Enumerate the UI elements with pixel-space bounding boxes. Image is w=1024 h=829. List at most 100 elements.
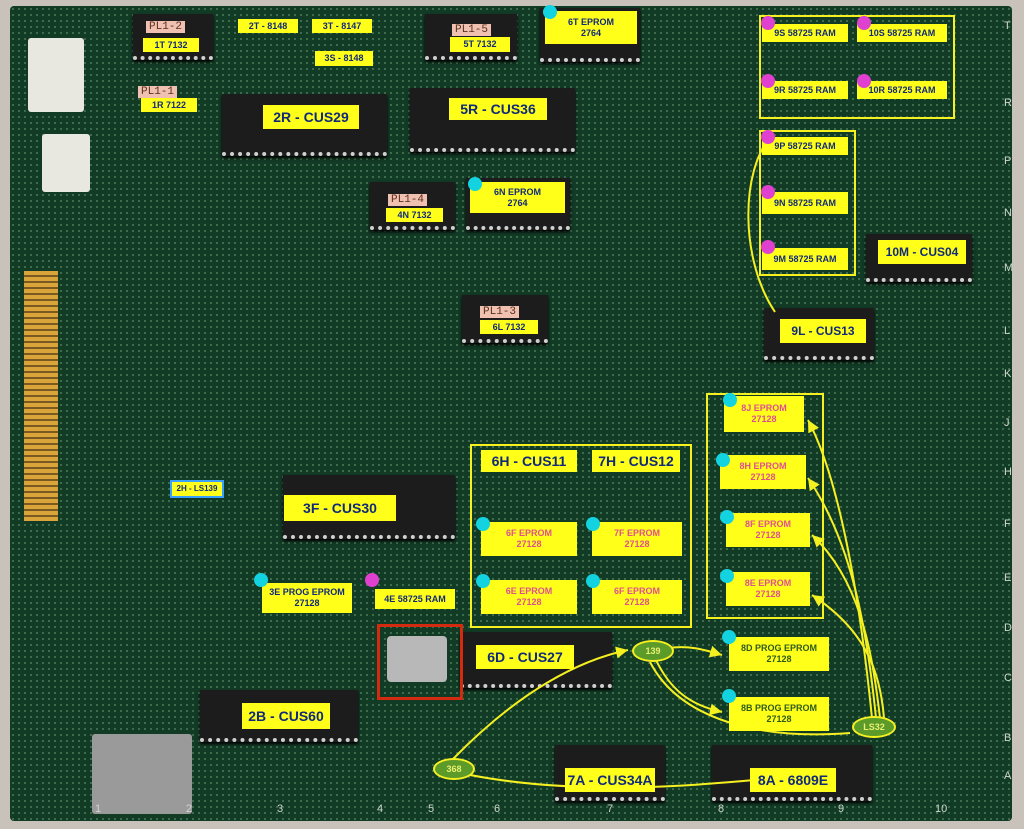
ram-dot [857,16,871,30]
chip-label-2r: 2R - CUS29 [263,105,359,129]
eprom-dot [586,517,600,531]
graphics-rom-group-box [470,444,692,628]
row-letter: A [1004,770,1012,782]
pal-sticker: PL1-5 [452,24,492,36]
ram-dot [761,240,775,254]
chip-label-4e: 4E 58725 RAM [375,589,455,609]
chip-label-7f: 7F EPROM 27128 [592,522,682,556]
pal-sticker: PL1-1 [138,86,178,98]
eprom-dot [254,573,268,587]
chip-label-8d: 8D PROG EPROM 27128 [729,637,829,671]
chip-label-6f: 6F EPROM 27128 [481,522,577,556]
eprom-dot [722,689,736,703]
row-letter: R [1004,97,1012,109]
chip-label-9m: 9M 58725 RAM [762,248,848,270]
row-letter: N [1004,207,1012,219]
pal-sticker: PL1-2 [146,21,186,33]
chip-label-6f-second: 6F EPROM 27128 [592,580,682,614]
chip-label-9n: 9N 58725 RAM [762,192,848,214]
column-number: 3 [277,803,284,815]
chip-label-9s: 9S 58725 RAM [762,24,848,42]
row-letter: D [1004,622,1012,634]
ram-group-box [759,15,955,119]
column-number: 6 [494,803,501,815]
chip-label-8a: 8A - 6809E [750,768,836,792]
chip-label-3e: 3E PROG EPROM 27128 [262,583,352,613]
chip-label-10m: 10M - CUS04 [878,240,966,264]
chip-label-6n: 6N EPROM 2764 [470,182,565,213]
column-number: 9 [838,803,845,815]
column-number: 8 [718,803,725,815]
chip-label-8f: 8F EPROM 27128 [726,513,810,547]
chip-label-3f: 3F - CUS30 [284,495,396,521]
chip-label-8e: 8E EPROM 27128 [726,572,810,606]
eprom-dot [723,393,737,407]
chip-label-1r: 1R 7122 [141,98,197,112]
chip-label-6l: 6L 7132 [480,320,538,334]
chip-label-2t: 2T - 8148 [238,19,298,33]
ram-dot [365,573,379,587]
row-letter: P [1004,155,1012,167]
chip-label-8j: 8J EPROM 27128 [724,396,804,432]
row-letter: F [1004,518,1011,530]
eprom-dot [720,510,734,524]
row-letter: K [1004,368,1012,380]
chip-label-6h: 6H - CUS11 [481,450,577,472]
chip-label-5r: 5R - CUS36 [449,98,547,120]
crystal-highlight-box [377,624,463,700]
chip-label-10r: 10R 58725 RAM [857,81,947,99]
ram-dot [857,74,871,88]
column-number: 10 [935,803,948,815]
crystal-oscillator [387,636,447,682]
chip-label-2h: 2H - LS139 [170,480,224,498]
ram-dot [761,130,775,144]
chip-label-8h: 8H EPROM 27128 [720,455,806,489]
connector [42,134,90,192]
ram-dot [761,185,775,199]
row-letter: C [1004,672,1012,684]
chip-label-6e: 6E EPROM 27128 [481,580,577,614]
row-letter: L [1004,325,1011,337]
row-letter: B [1004,732,1012,744]
pal-sticker: PL1-4 [388,194,428,206]
row-letter: H [1004,466,1012,478]
edge-connector [24,271,58,521]
eprom-group-box [706,393,824,619]
column-number: 2 [186,803,193,815]
ls368-marker: 368 [433,758,475,780]
chip-label-5t: 5T 7132 [450,37,510,52]
chip-label-9p: 9P 58725 RAM [762,137,848,155]
eprom-dot [543,5,557,19]
row-letter: E [1004,572,1012,584]
chip [370,182,455,230]
eprom-dot [716,453,730,467]
chip-label-1t: 1T 7132 [143,38,199,52]
row-letter: J [1004,417,1010,429]
column-number: 5 [428,803,435,815]
eprom-dot [476,574,490,588]
power-connector [28,38,84,112]
chip-label-6t: 6T EPROM 2764 [545,11,637,44]
column-number: 7 [607,803,614,815]
chip-label-3s: 3S - 8148 [315,51,373,66]
ram-dot [761,74,775,88]
heatsink [92,734,192,814]
eprom-dot [468,177,482,191]
chip-label-3t: 3T - 8147 [312,19,372,33]
chip-label-9r: 9R 58725 RAM [762,81,848,99]
chip-label-9l: 9L - CUS13 [780,319,866,343]
eprom-dot [722,630,736,644]
eprom-dot [720,569,734,583]
ram-dot [761,16,775,30]
chip-label-7a: 7A - CUS34A [565,768,655,792]
chip-label-4n: 4N 7132 [386,208,443,222]
chip [462,295,548,343]
chip-label-2b: 2B - CUS60 [242,703,330,729]
eprom-dot [586,574,600,588]
eprom-dot [476,517,490,531]
ram-group-box [759,130,856,276]
ls32-marker: LS32 [852,716,896,738]
pal-sticker: PL1-3 [480,306,520,318]
chip-label-10s: 10S 58725 RAM [857,24,947,42]
